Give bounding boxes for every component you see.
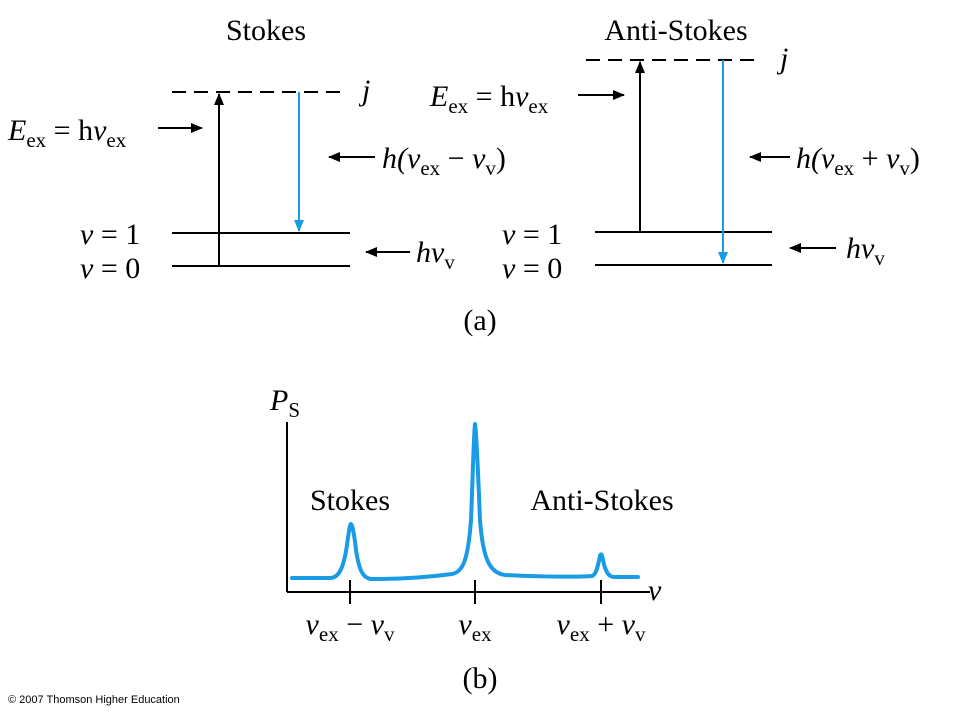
anti-stokes-peak-label: Anti-Stokes — [530, 484, 673, 517]
x-axis-label: ν — [648, 574, 662, 607]
spectrum-curve — [290, 422, 640, 581]
stokes-energy-diagram: Stokes j Eex = hνex h(νex − νv) v = 1 v … — [7, 14, 506, 285]
raman-spectrum-plot: PS ν Stokes Anti-Stokes νex − νv νex νex… — [269, 384, 674, 646]
copyright-notice: © 2007 Thomson Higher Education — [8, 694, 180, 706]
anti-stokes-emission-label: h(νex + νv) — [796, 142, 920, 180]
stokes-level-v0-label: v = 0 — [80, 252, 140, 285]
anti-stokes-level-v0-label: v = 0 — [502, 252, 562, 285]
panel-b-caption: (b) — [463, 662, 498, 695]
tick-label-stokes: νex − νv — [306, 608, 395, 646]
stokes-level-v1-label: v = 1 — [80, 218, 140, 251]
anti-stokes-level-v1-label: v = 1 — [502, 218, 562, 251]
anti-stokes-title: Anti-Stokes — [604, 14, 747, 47]
stokes-vib-label: hνv — [416, 236, 455, 274]
anti-stokes-vib-label: hνv — [846, 232, 885, 270]
stokes-virtual-state-label: j — [358, 74, 370, 107]
tick-label-excitation: νex — [458, 608, 492, 646]
panel-a-caption: (a) — [463, 304, 496, 337]
stokes-emission-label: h(νex − νv) — [382, 142, 506, 180]
stokes-excitation-label: Eex = hνex — [7, 114, 127, 152]
stokes-peak-label: Stokes — [310, 484, 390, 517]
anti-stokes-virtual-state-label: j — [776, 42, 788, 75]
y-axis-label: PS — [269, 384, 300, 422]
anti-stokes-excitation-label: Eex = hνex — [429, 80, 549, 118]
tick-label-anti-stokes: νex + νv — [557, 608, 646, 646]
anti-stokes-energy-diagram: Anti-Stokes j Eex = hνex h(νex + νv) v =… — [429, 14, 920, 285]
stokes-title: Stokes — [226, 14, 306, 47]
